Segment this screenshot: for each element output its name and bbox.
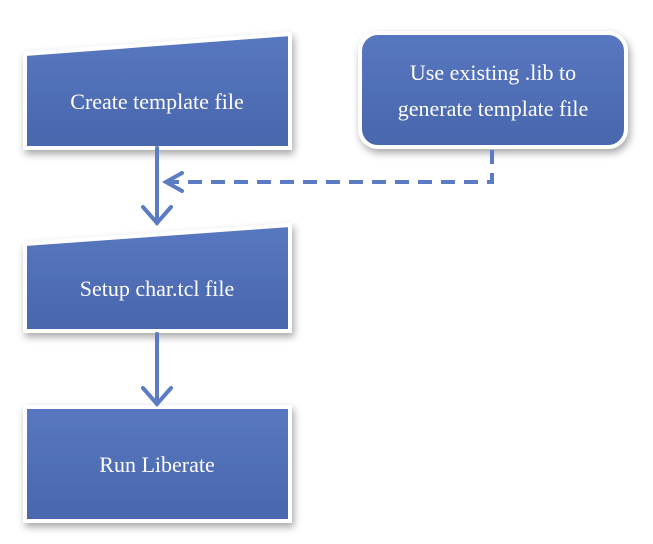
dashed-arrow-lib-to-flow bbox=[161, 150, 494, 193]
node-run-liberate-shape bbox=[23, 405, 292, 523]
node-setup-char-label: Setup char.tcl file bbox=[80, 276, 235, 301]
node-use-existing-lib-line2: generate template file bbox=[398, 96, 589, 121]
node-create-template-label: Create template file bbox=[70, 89, 243, 114]
arrow-create-to-setup bbox=[141, 146, 173, 227]
node-run-liberate: Run Liberate bbox=[23, 405, 292, 523]
node-use-existing-lib-shape bbox=[358, 31, 628, 149]
node-create-template-shape bbox=[23, 31, 292, 150]
node-setup-char-tcl: Setup char.tcl file bbox=[23, 222, 292, 333]
node-use-existing-lib: Use existing .lib to generate template f… bbox=[358, 31, 628, 149]
arrow-setup-to-run bbox=[141, 332, 173, 408]
node-setup-char-shape bbox=[23, 222, 292, 333]
node-create-template-file: Create template file bbox=[23, 31, 292, 150]
node-run-liberate-label: Run Liberate bbox=[99, 452, 214, 477]
node-use-existing-lib-line1: Use existing .lib to bbox=[410, 60, 576, 85]
